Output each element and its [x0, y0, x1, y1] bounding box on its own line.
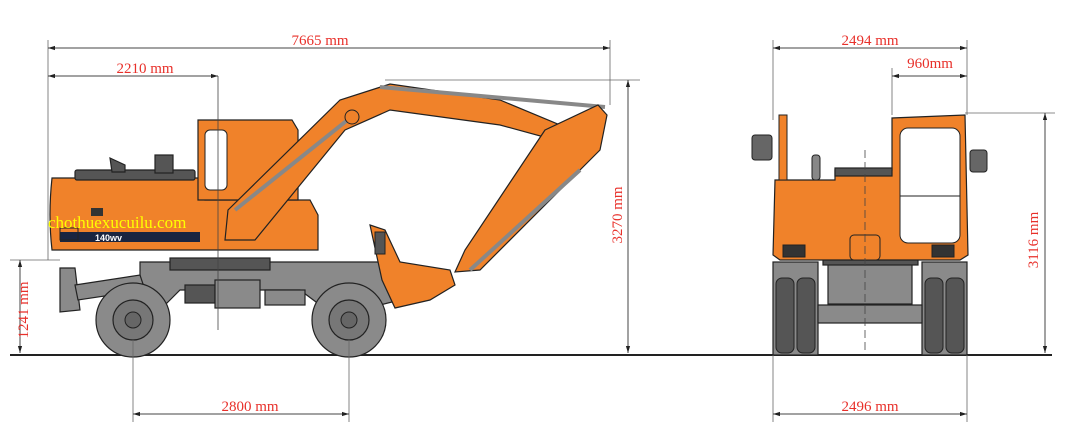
- ground-clearance-label: 1241 mm: [16, 281, 32, 338]
- tire: [796, 277, 816, 354]
- toolbox: [184, 284, 216, 304]
- axle: [817, 304, 923, 324]
- wheelbase-label: 2800 mm: [221, 399, 278, 415]
- side-view-excavator: 140wv chothuexucuilu.com: [48, 76, 608, 358]
- overall-width-label: 2494 mm: [841, 33, 898, 49]
- decal-strip: [60, 232, 200, 242]
- logo-badge: [91, 208, 103, 216]
- swing-bearing: [169, 257, 271, 271]
- cab-height-label: 3116 mm: [1026, 211, 1042, 268]
- right-mirror: [969, 149, 988, 173]
- tire: [775, 277, 795, 354]
- handrail: [778, 114, 788, 181]
- light: [59, 227, 79, 241]
- boom-cylinder: [233, 116, 352, 212]
- left-mirror: [751, 134, 773, 161]
- cab-window: [899, 127, 961, 244]
- track-width-label: 2496 mm: [841, 399, 898, 415]
- tire: [945, 277, 965, 354]
- engine-cover: [834, 167, 893, 177]
- overall-length-label: 7665 mm: [291, 33, 348, 49]
- front-view-excavator: [751, 114, 988, 356]
- engine-hood: [74, 169, 196, 181]
- tire: [924, 277, 944, 354]
- model-decal: 140wv: [95, 233, 122, 243]
- right-light: [931, 244, 955, 258]
- dozer-blade: [59, 267, 81, 313]
- left-light: [782, 244, 806, 258]
- arm: [454, 104, 608, 273]
- tail-swing-label: 2210 mm: [116, 61, 173, 77]
- cab-window: [204, 129, 228, 191]
- watermark: chothuexucuilu.com: [48, 213, 186, 232]
- arm-cylinder: [379, 85, 606, 109]
- dimension-lines: [10, 40, 1055, 422]
- cab-width-label: 960mm: [907, 56, 953, 72]
- bucket: [369, 224, 456, 309]
- dimension-labels: 7665 mm 2210 mm 3270 mm 1241 mm 2800 mm …: [16, 33, 1042, 415]
- transport-height-label: 3270 mm: [610, 186, 626, 243]
- bucket-cylinder: [468, 168, 582, 272]
- center-frame: [827, 261, 913, 305]
- exhaust: [154, 154, 174, 174]
